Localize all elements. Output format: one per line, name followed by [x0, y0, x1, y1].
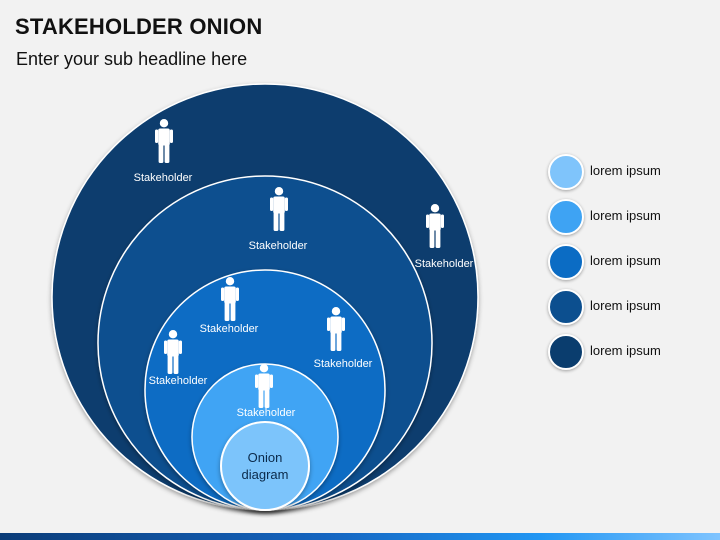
stakeholder-3: Stakeholder — [415, 204, 474, 270]
stakeholder-1: Stakeholder — [134, 119, 193, 184]
ring-core — [220, 421, 310, 511]
page-subtitle: Enter your sub headline here — [16, 49, 248, 69]
legend-swatch — [548, 199, 584, 235]
stakeholder-label: Stakeholder — [134, 172, 193, 184]
legend-item-5: lorem ipsum — [548, 334, 718, 370]
stakeholder-label: Stakeholder — [149, 375, 208, 387]
stakeholder-4: Stakeholder — [200, 277, 259, 335]
legend-swatch — [548, 154, 584, 190]
legend-swatch — [548, 289, 584, 325]
onion-rings — [51, 83, 479, 511]
page-title: STAKEHOLDER ONION — [15, 14, 263, 39]
stakeholder-label: Stakeholder — [237, 407, 296, 419]
legend-label: lorem ipsum — [590, 163, 661, 178]
stakeholder-2: Stakeholder — [249, 187, 308, 252]
legend-item-3: lorem ipsum — [548, 244, 718, 280]
core-label-line1: Onion — [248, 450, 283, 465]
stakeholder-label: Stakeholder — [415, 258, 474, 270]
legend-swatch — [548, 334, 584, 370]
legend-item-4: lorem ipsum — [548, 289, 718, 325]
footer-accent-bar — [0, 533, 720, 540]
legend-label: lorem ipsum — [590, 253, 661, 268]
legend-label: lorem ipsum — [590, 343, 661, 358]
stakeholder-label: Stakeholder — [249, 240, 308, 252]
legend-item-1: lorem ipsum — [548, 154, 718, 190]
stakeholder-5: Stakeholder — [314, 307, 373, 370]
legend-swatch — [548, 244, 584, 280]
stakeholder-label: Stakeholder — [200, 323, 259, 335]
stakeholder-label: Stakeholder — [314, 358, 373, 370]
stakeholder-6: Stakeholder — [149, 330, 208, 387]
core-label-line2: diagram — [242, 467, 289, 482]
legend-label: lorem ipsum — [590, 298, 661, 313]
legend-label: lorem ipsum — [590, 208, 661, 223]
legend-item-2: lorem ipsum — [548, 199, 718, 235]
stakeholder-7: Stakeholder — [237, 364, 296, 419]
